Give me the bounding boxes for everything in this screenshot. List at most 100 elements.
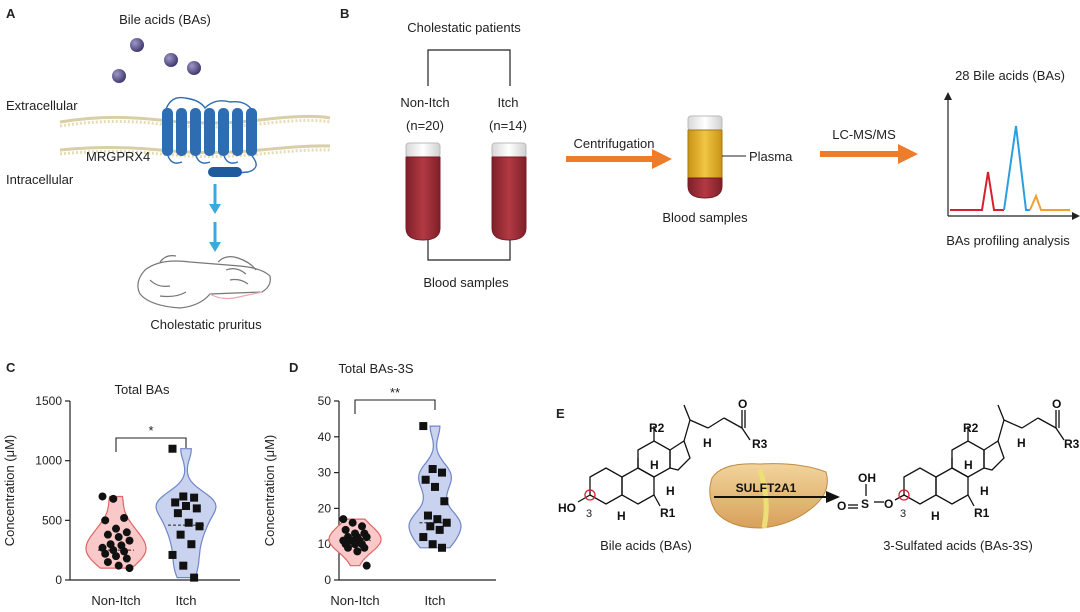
- significance-bracket: [354, 399, 436, 414]
- h-label: H: [650, 458, 659, 472]
- plasma-label: Plasma: [749, 149, 793, 164]
- significance-marker: **: [390, 385, 400, 400]
- data-point: [98, 492, 107, 501]
- r3-label: R3: [1064, 437, 1080, 451]
- data-point: [168, 550, 177, 559]
- h-label: H: [980, 484, 989, 498]
- sulfonate-oh-label: OH: [858, 471, 876, 485]
- bile-acids-title: Bile acids (BAs): [119, 12, 211, 27]
- peak-red: [950, 171, 1004, 211]
- data-point: [109, 546, 118, 555]
- data-point: [419, 533, 428, 542]
- profiling-caption: BAs profiling analysis: [946, 233, 1070, 248]
- cholestatic-patients-title: Cholestatic patients: [407, 20, 521, 35]
- blood-samples-caption-right: Blood samples: [662, 210, 748, 225]
- liver-icon: [709, 463, 828, 529]
- scratching-hands-icon: [137, 255, 271, 309]
- h-label: H: [1017, 436, 1026, 450]
- data-point: [184, 518, 193, 527]
- position-3-label: 3: [586, 508, 592, 520]
- y-tick-label: 10: [318, 537, 332, 551]
- data-point: [190, 493, 199, 502]
- data-point: [120, 513, 129, 522]
- bile-acid-molecule-icon: [112, 69, 126, 83]
- group-bracket-bottom: [427, 240, 511, 261]
- sulfonate-o-label: O: [837, 499, 846, 513]
- data-point: [442, 518, 451, 527]
- h-label: H: [703, 436, 712, 450]
- data-point: [103, 530, 112, 539]
- r2-label: R2: [649, 421, 665, 435]
- intracellular-label: Intracellular: [6, 172, 74, 187]
- y-axis-label: Concentration (μM): [262, 435, 277, 547]
- data-point: [431, 482, 439, 491]
- data-point: [353, 547, 362, 556]
- data-point: [179, 561, 188, 570]
- bile-acids-structure-caption: Bile acids (BAs): [600, 538, 692, 553]
- chart-title: Total BAs-3S: [338, 361, 413, 376]
- chromatogram-title: 28 Bile acids (BAs): [955, 68, 1065, 83]
- data-point: [351, 540, 359, 549]
- mrgprx4-receptor-icon: [162, 96, 257, 177]
- data-point: [341, 525, 350, 534]
- peak-blue: [1003, 125, 1030, 211]
- data-point: [117, 541, 126, 550]
- data-point: [125, 536, 134, 545]
- ho-label: HO: [558, 501, 576, 515]
- data-point: [362, 561, 371, 570]
- data-point: [101, 549, 110, 558]
- data-point: [421, 475, 430, 484]
- y-tick-label: 0: [324, 573, 331, 587]
- data-point: [114, 561, 123, 570]
- position-3-label: 3: [900, 508, 906, 520]
- data-point: [109, 494, 118, 503]
- data-point: [433, 515, 442, 524]
- data-point: [358, 522, 367, 531]
- data-point: [179, 492, 188, 501]
- blood-tube-icon: [405, 142, 441, 241]
- y-tick-label: 1500: [35, 394, 62, 408]
- group-bracket-top: [427, 49, 511, 86]
- data-point: [168, 444, 177, 453]
- cholestatic-pruritus-caption: Cholestatic pruritus: [150, 317, 262, 332]
- data-point: [112, 524, 120, 533]
- data-point: [182, 502, 190, 511]
- data-point: [125, 564, 134, 573]
- group-non-itch-label: Non-Itch: [400, 95, 449, 110]
- significance-marker: *: [148, 423, 153, 438]
- panel-e: E R2 O R3 H H H H R1 HO 3: [556, 397, 1080, 553]
- chromatogram: [944, 92, 1080, 220]
- panel-d-label: D: [289, 360, 298, 375]
- r1-label: R1: [660, 506, 676, 520]
- data-point: [176, 530, 185, 539]
- y-tick-label: 500: [42, 513, 62, 527]
- y-tick-label: 50: [318, 394, 332, 408]
- r2-label: R2: [963, 421, 979, 435]
- group-itch-n: (n=14): [489, 118, 527, 133]
- data-point: [423, 511, 432, 520]
- sulft2a1-enzyme-label: SULFT2A1: [736, 481, 797, 495]
- data-point: [122, 554, 131, 563]
- violin-itch: [155, 448, 217, 579]
- extracellular-label: Extracellular: [6, 98, 78, 113]
- x-tick-label: Itch: [176, 593, 197, 608]
- panel-a-label: A: [6, 6, 16, 21]
- data-point: [171, 498, 180, 507]
- data-point: [440, 497, 449, 506]
- x-tick-label: Itch: [425, 593, 446, 608]
- data-point: [122, 528, 131, 537]
- y-axis-label: Concentration (μM): [2, 435, 17, 547]
- peak-orange: [1029, 193, 1070, 211]
- arrow-right-icon: [820, 144, 918, 164]
- data-point: [106, 540, 115, 549]
- panel-a: A Bile acids (BAs) Extracellular Intrace…: [6, 6, 331, 332]
- bile-acid-molecules: [112, 38, 201, 83]
- receptor-label: MRGPRX4: [86, 149, 150, 164]
- data-point: [112, 552, 120, 561]
- sulfated-acids-caption: 3-Sulfated acids (BAs-3S): [883, 538, 1033, 553]
- data-point: [348, 518, 357, 527]
- chart-title: Total BAs: [115, 382, 170, 397]
- h-label: H: [931, 509, 940, 523]
- data-point: [114, 533, 123, 542]
